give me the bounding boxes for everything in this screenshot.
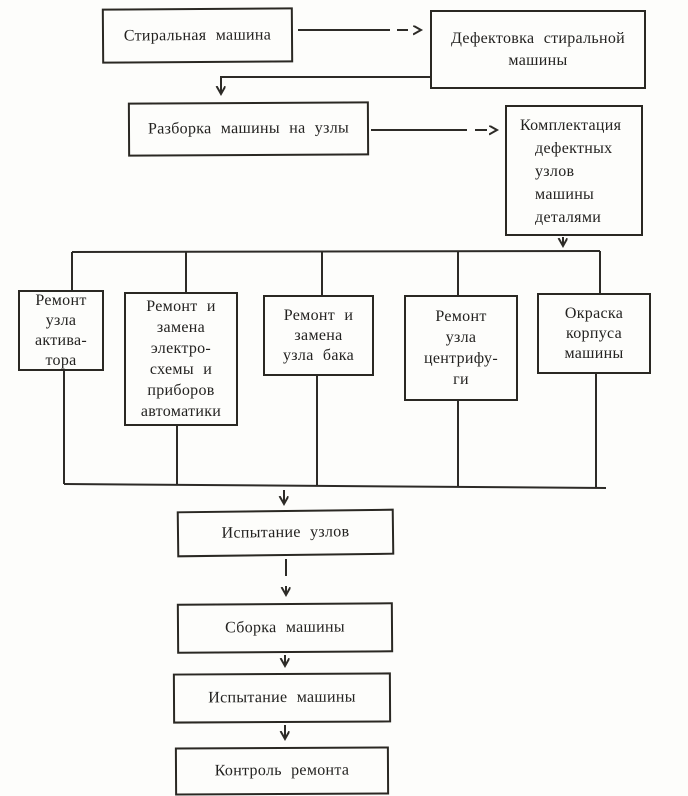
box-machine-assembly: Сборка машины [176, 602, 394, 654]
connector-bus-drops-bottom [63, 371, 597, 487]
box-washing-machine: Стиральная машина [101, 7, 294, 64]
box-testing-units: Испытание узлов [176, 508, 395, 558]
box-repair-centrifuge-unit: Ремонт узла центрифу- ги [404, 295, 518, 401]
box-repair-activator-unit: Ремонт узла актива- тора [18, 290, 104, 371]
box-disassembly: Разборка машины на узлы [127, 101, 370, 157]
box-painting-machine-body: Окраска корпуса машины [537, 293, 651, 374]
connector-lower-bus [63, 483, 607, 489]
box-repair-control: Контроль ремонта [174, 746, 390, 796]
connector-upper-bus [71, 250, 601, 253]
box-defect-inspection: Дефектовка стиральной машины [430, 10, 646, 89]
box-testing-machine: Испытание машины [172, 672, 392, 724]
connector-bus-drops-top [71, 251, 601, 295]
box-repair-tank-unit: Ремонт и замена узла бака [263, 295, 374, 376]
connector-defect-to-disassembly [221, 76, 430, 93]
box-repair-electric-system: Ремонт и замена электро- схемы и приборо… [124, 292, 238, 426]
box-completing-units: Комплектация дефектных узлов машины дета… [505, 105, 643, 236]
